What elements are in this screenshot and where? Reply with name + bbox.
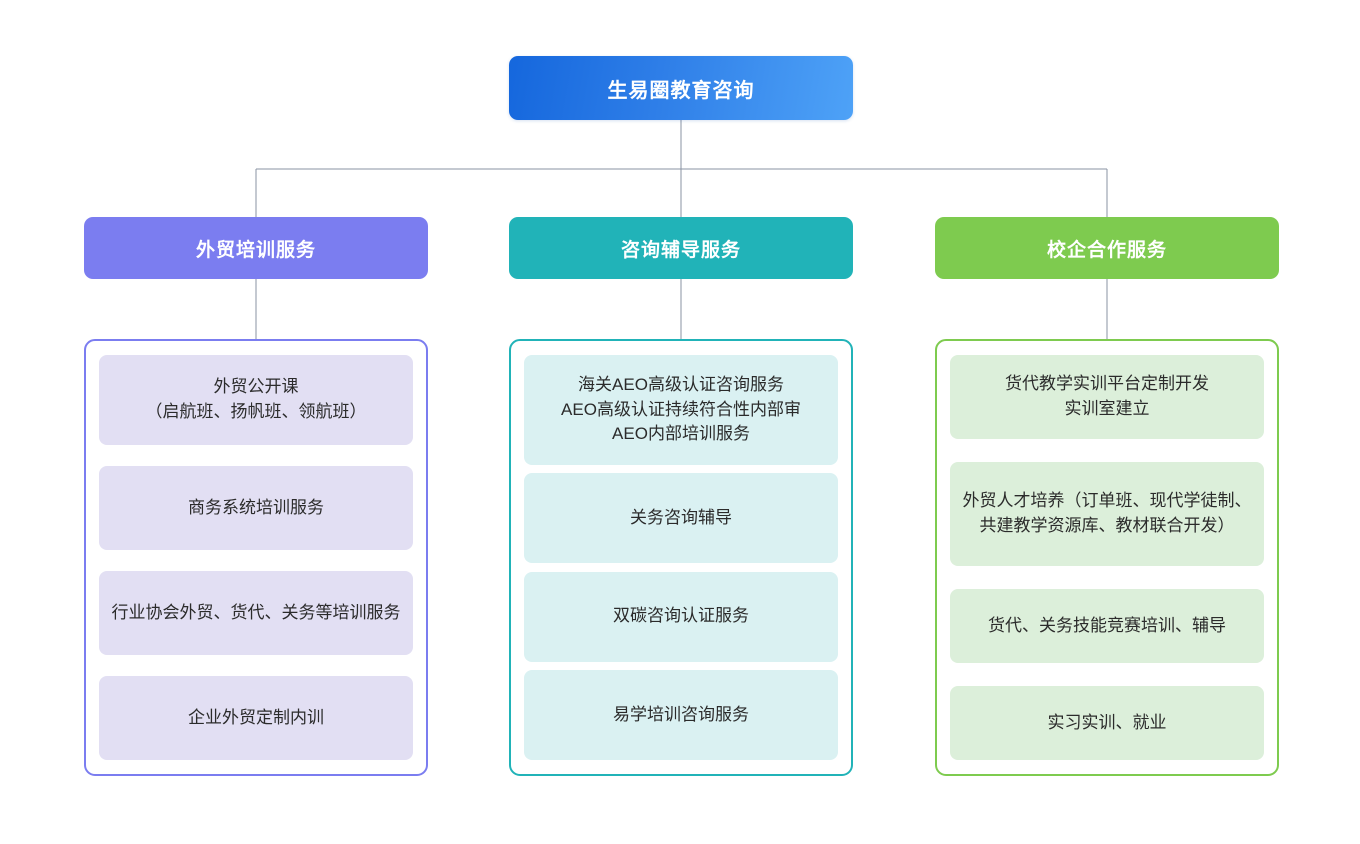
- leaf-item[interactable]: 易学培训咨询服务: [524, 669, 838, 760]
- leaf-item[interactable]: 行业协会外贸、货代、关务等培训服务: [99, 571, 413, 655]
- branch-panel-outbound-training: 外贸公开课 （启航班、扬帆班、领航班） 商务系统培训服务 行业协会外贸、货代、关…: [84, 339, 428, 776]
- branch-header-label: 外贸培训服务: [195, 239, 316, 261]
- root-node[interactable]: 生易圈教育咨询: [509, 56, 853, 120]
- branch-panel-consulting: 海关AEO高级认证咨询服务 AEO高级认证持续符合性内部审 AEO内部培训服务 …: [509, 339, 853, 776]
- branch-header-label: 校企合作服务: [1046, 239, 1167, 261]
- leaf-item[interactable]: 外贸人才培养（订单班、现代学徒制、共建教学资源库、教材联合开发）: [950, 462, 1264, 566]
- leaf-item[interactable]: 商务系统培训服务: [99, 466, 413, 550]
- root-node-label: 生易圈教育咨询: [607, 79, 755, 102]
- branch-header-school-enterprise[interactable]: 校企合作服务: [935, 217, 1279, 279]
- leaf-item[interactable]: 货代、关务技能竞赛培训、辅导: [950, 589, 1264, 663]
- leaf-item[interactable]: 外贸公开课 （启航班、扬帆班、领航班）: [99, 355, 413, 445]
- branch-header-consulting[interactable]: 咨询辅导服务: [509, 217, 853, 279]
- leaf-item[interactable]: 实习实训、就业: [950, 686, 1264, 760]
- leaf-item[interactable]: 货代教学实训平台定制开发 实训室建立: [950, 355, 1264, 439]
- leaf-item[interactable]: 海关AEO高级认证咨询服务 AEO高级认证持续符合性内部审 AEO内部培训服务: [524, 355, 838, 465]
- branch-header-outbound-training[interactable]: 外贸培训服务: [84, 217, 428, 279]
- branch-header-label: 咨询辅导服务: [620, 239, 741, 261]
- leaf-item[interactable]: 企业外贸定制内训: [99, 676, 413, 760]
- leaf-item[interactable]: 双碳咨询认证服务: [524, 571, 838, 662]
- leaf-item[interactable]: 关务咨询辅导: [524, 473, 838, 564]
- branch-panel-school-enterprise: 货代教学实训平台定制开发 实训室建立 外贸人才培养（订单班、现代学徒制、共建教学…: [935, 339, 1279, 776]
